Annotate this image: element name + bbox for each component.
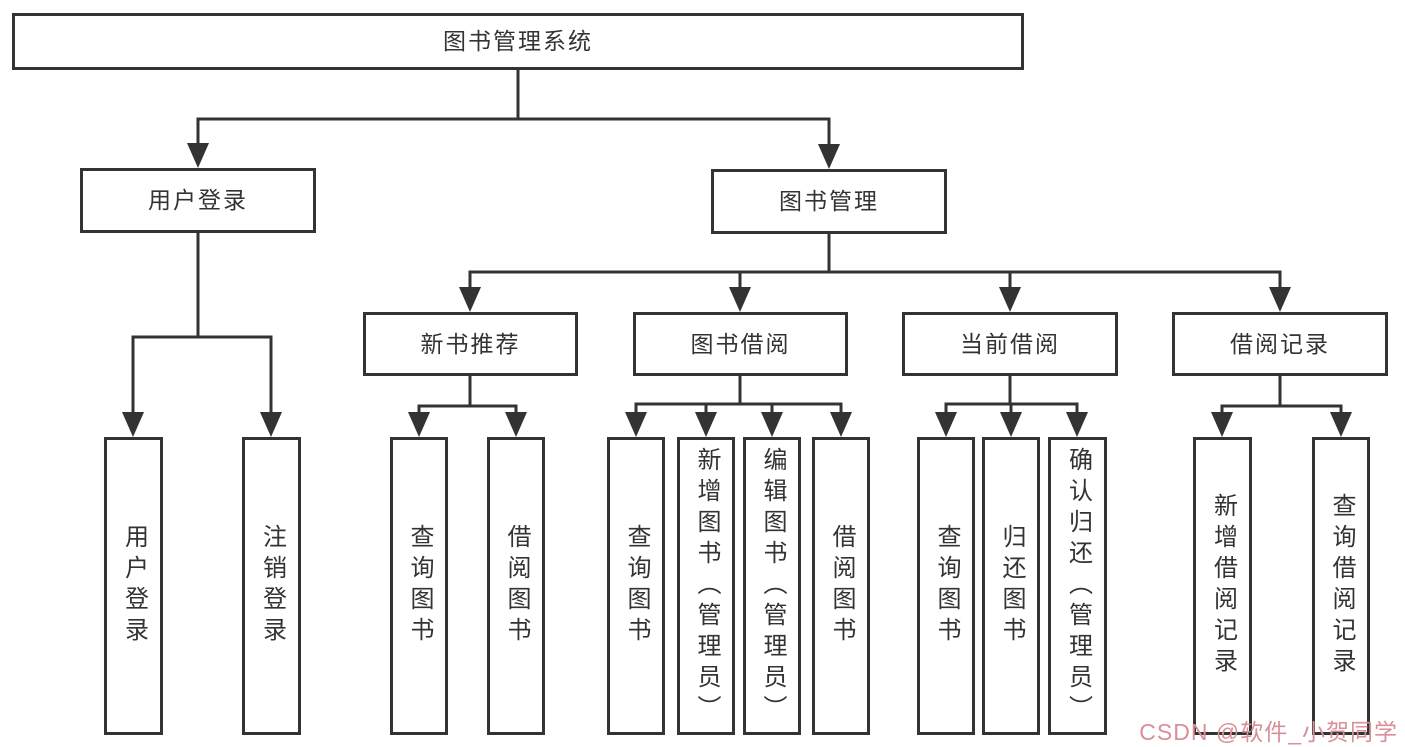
node-borrow-record: 借阅记录	[1172, 312, 1388, 376]
edge-new-book-to-leaves	[417, 376, 518, 415]
node-leaf-user-login: 用户登录	[104, 437, 163, 735]
node-leaf-return-books-label: 归还图书	[998, 524, 1025, 648]
node-leaf-logout: 注销登录	[242, 437, 301, 735]
node-book-borrow: 图书借阅	[633, 312, 848, 376]
node-leaf-query-books-recommend-label: 查询图书	[406, 524, 433, 648]
node-leaf-logout-label: 注销登录	[258, 524, 286, 648]
arrowhead	[1269, 287, 1291, 312]
node-new-book-recommend-label: 新书推荐	[420, 330, 521, 357]
node-user-login-label: 用户登录	[148, 187, 248, 213]
node-book-management: 图书管理	[711, 169, 947, 234]
node-leaf-add-borrow-record-label: 新增借阅记录	[1209, 493, 1237, 679]
arrowhead	[830, 412, 852, 437]
edge-book-borrow-to-leaves	[634, 376, 843, 415]
node-leaf-query-books-borrow: 查询图书	[607, 437, 665, 735]
arrowhead	[1330, 412, 1352, 437]
edge-book-management-to-level3	[468, 234, 1282, 290]
node-leaf-borrow-books-recommend: 借阅图书	[487, 437, 545, 735]
arrowhead	[260, 412, 282, 437]
node-book-borrow-label: 图书借阅	[690, 330, 791, 357]
arrowhead	[187, 143, 209, 168]
node-leaf-query-borrow-record: 查询借阅记录	[1312, 437, 1370, 735]
node-leaf-user-login-label: 用户登录	[120, 524, 148, 648]
node-leaf-query-books-borrow-label: 查询图书	[623, 524, 650, 648]
node-new-book-recommend: 新书推荐	[363, 312, 578, 376]
node-leaf-add-book-admin-label: 新增图书（管理员）	[693, 446, 720, 726]
node-leaf-query-books-recommend: 查询图书	[390, 437, 448, 735]
edge-current-borrow-to-leaves	[944, 376, 1079, 415]
node-leaf-query-books-current: 查询图书	[917, 437, 975, 735]
arrowhead	[1000, 412, 1022, 437]
edge-root-to-level2	[196, 70, 831, 147]
node-leaf-add-borrow-record: 新增借阅记录	[1193, 437, 1252, 735]
node-root-label: 图书管理系统	[443, 28, 593, 54]
arrowhead	[761, 412, 783, 437]
arrowhead	[408, 412, 430, 437]
node-leaf-add-book-admin: 新增图书（管理员）	[677, 437, 735, 735]
node-current-borrow: 当前借阅	[902, 312, 1118, 376]
arrowhead	[935, 412, 957, 437]
node-book-management-label: 图书管理	[779, 188, 879, 214]
node-leaf-confirm-return-admin-label: 确认归还（管理员）	[1064, 446, 1092, 726]
arrowhead	[459, 287, 481, 312]
arrowhead	[695, 412, 717, 437]
node-user-login: 用户登录	[80, 168, 316, 233]
arrowhead	[122, 412, 144, 437]
arrowhead	[729, 287, 751, 312]
arrowhead	[505, 412, 527, 437]
node-leaf-return-books: 归还图书	[982, 437, 1040, 735]
node-leaf-borrow-books-recommend-label: 借阅图书	[503, 524, 530, 648]
arrowhead	[1211, 412, 1233, 437]
arrowhead	[999, 287, 1021, 312]
node-leaf-borrow-books: 借阅图书	[812, 437, 870, 735]
node-current-borrow-label: 当前借阅	[960, 330, 1060, 357]
node-root: 图书管理系统	[12, 13, 1024, 70]
edge-borrow-record-to-leaves	[1220, 376, 1343, 415]
edge-user-login-to-leaves	[131, 233, 273, 415]
node-leaf-edit-book-admin: 编辑图书（管理员）	[743, 437, 801, 735]
node-leaf-query-borrow-record-label: 查询借阅记录	[1328, 493, 1355, 679]
arrowhead	[625, 412, 647, 437]
node-leaf-borrow-books-label: 借阅图书	[828, 524, 855, 648]
arrowhead	[1066, 412, 1088, 437]
node-leaf-query-books-current-label: 查询图书	[933, 524, 960, 648]
arrowhead	[818, 144, 840, 169]
node-leaf-confirm-return-admin: 确认归还（管理员）	[1048, 437, 1107, 735]
node-borrow-record-label: 借阅记录	[1230, 330, 1330, 357]
node-leaf-edit-book-admin-label: 编辑图书（管理员）	[759, 446, 786, 726]
